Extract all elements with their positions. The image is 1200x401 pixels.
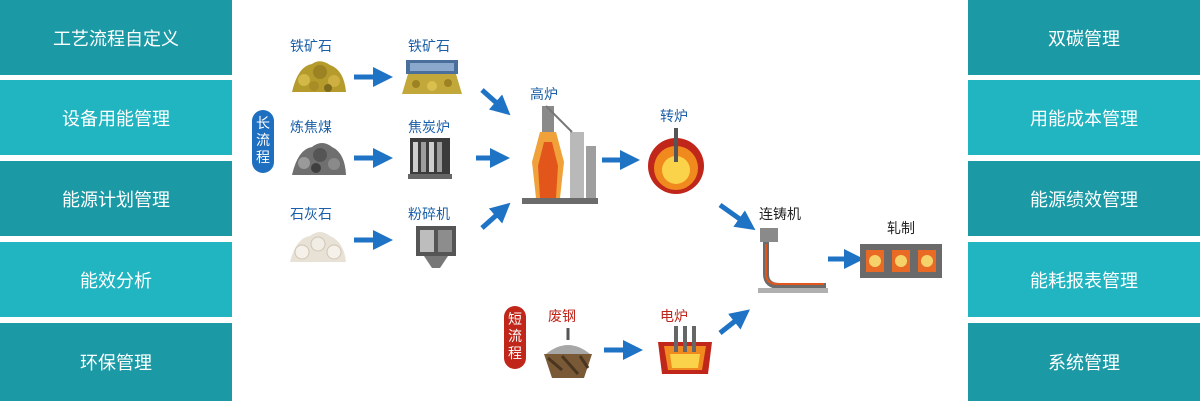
- scrap-image: [544, 328, 592, 378]
- converter-image: [648, 128, 704, 194]
- arrow-converter-to-caster: [718, 202, 756, 231]
- nav-environment[interactable]: 环保管理: [0, 323, 232, 401]
- iron-ore-label: 铁矿石: [290, 39, 332, 55]
- electric-furnace-label: 电炉: [660, 309, 688, 325]
- left-nav: 工艺流程自定义 设备用能管理 能源计划管理 能效分析 环保管理: [0, 0, 232, 401]
- electric-furnace-image: [658, 326, 712, 374]
- sinter-label: 铁矿石: [408, 39, 450, 55]
- blast-furnace-image: [522, 105, 598, 204]
- limestone-image: [290, 232, 346, 262]
- right-nav: 双碳管理 用能成本管理 能源绩效管理 能耗报表管理 系统管理: [968, 0, 1200, 401]
- arrow-crusher-to-bf: [480, 202, 511, 230]
- nav-system[interactable]: 系统管理: [968, 323, 1200, 401]
- rolling-image: [860, 244, 942, 278]
- nav-energy-report[interactable]: 能耗报表管理: [968, 242, 1200, 317]
- arrow-ef-to-caster: [718, 309, 750, 335]
- nav-process-define[interactable]: 工艺流程自定义: [0, 0, 232, 75]
- sinter-plant-image: [402, 60, 462, 94]
- nav-dual-carbon[interactable]: 双碳管理: [968, 0, 1200, 75]
- iron-ore-image: [292, 61, 346, 92]
- crusher-image: [416, 226, 456, 268]
- scrap-label: 废钢: [548, 309, 576, 325]
- process-flow-diagram: 长流程 短流程 铁矿石 炼焦煤 石灰石 废钢 铁矿石 焦炭炉 粉碎机 高炉 转炉…: [232, 0, 968, 401]
- caster-label: 连铸机: [759, 207, 801, 223]
- crusher-label: 粉碎机: [408, 207, 450, 223]
- blast-furnace-label: 高炉: [530, 87, 558, 103]
- caster-image: [758, 228, 828, 293]
- coke-oven-label: 焦炭炉: [408, 120, 450, 136]
- nav-equipment-energy[interactable]: 设备用能管理: [0, 80, 232, 155]
- short-route-label: 短流程: [508, 312, 522, 362]
- nav-efficiency-analysis[interactable]: 能效分析: [0, 242, 232, 317]
- converter-label: 转炉: [660, 109, 688, 125]
- nav-energy-plan[interactable]: 能源计划管理: [0, 161, 232, 236]
- short-route-pill: 短流程: [504, 306, 526, 369]
- arrow-sinter-to-bf: [480, 88, 511, 116]
- nav-energy-cost[interactable]: 用能成本管理: [968, 80, 1200, 155]
- rolling-label: 轧制: [887, 221, 915, 237]
- long-route-pill: 长流程: [252, 110, 274, 173]
- coking-coal-image: [292, 143, 346, 175]
- coking-coal-label: 炼焦煤: [290, 120, 332, 136]
- nav-energy-performance[interactable]: 能源绩效管理: [968, 161, 1200, 236]
- limestone-label: 石灰石: [290, 207, 332, 223]
- long-route-label: 长流程: [256, 116, 270, 166]
- coke-oven-image: [408, 138, 452, 179]
- flow-arrows: [354, 67, 864, 360]
